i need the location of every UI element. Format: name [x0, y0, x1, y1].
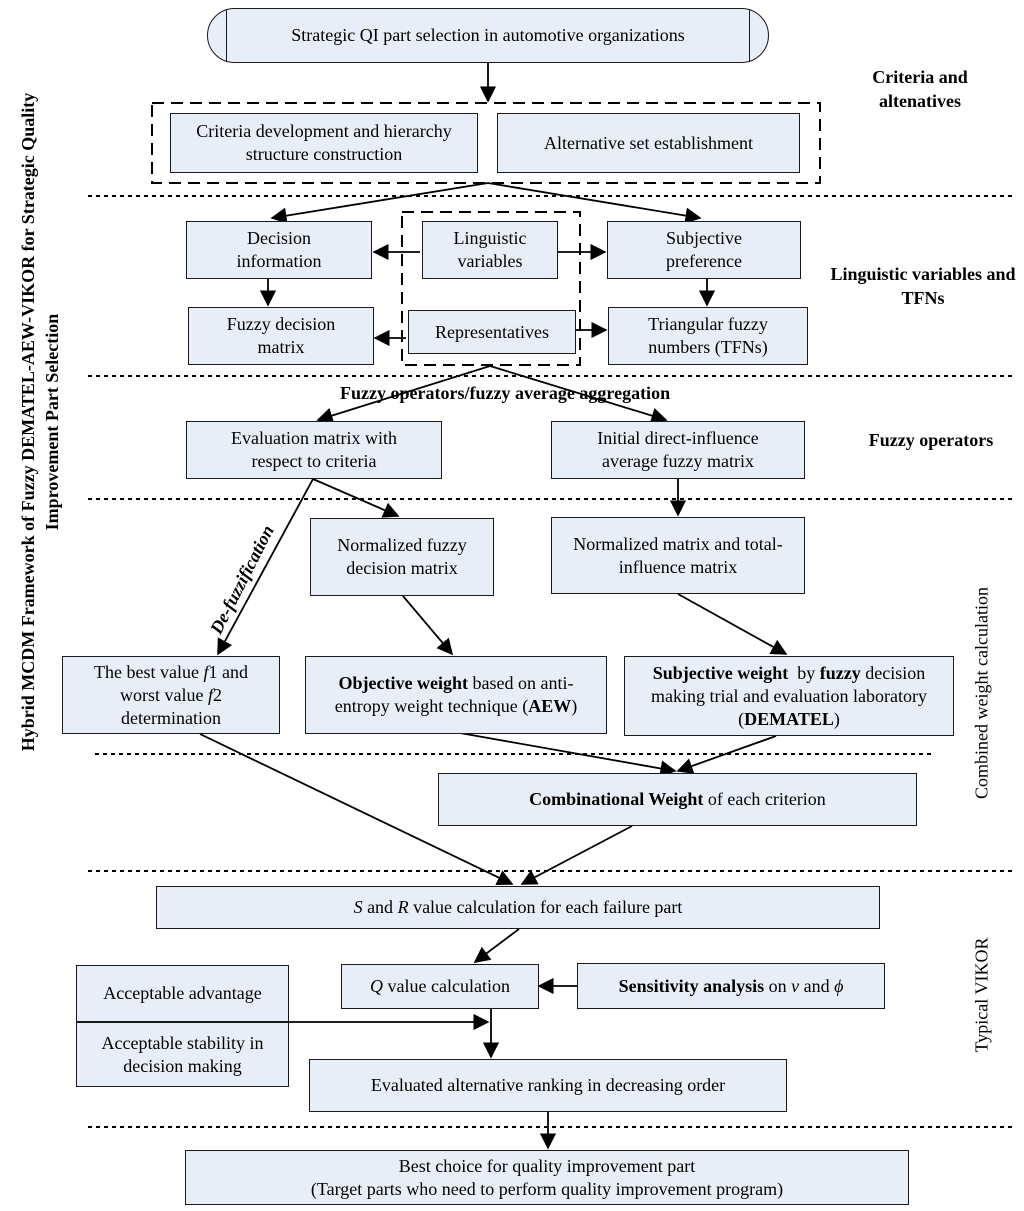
objective-weight-box: Objective weight based on anti-entropy w…	[305, 656, 607, 734]
initial-direct-influence-box: Initial direct-influence average fuzzy m…	[551, 421, 805, 479]
normalized-fuzzy-matrix-box: Normalized fuzzy decision matrix	[310, 518, 494, 596]
linguistic-variables-box: Linguistic variables	[422, 221, 558, 279]
alternative-ranking-box: Evaluated alternative ranking in decreas…	[309, 1059, 787, 1112]
start-node-label: Strategic QI part selection in automotiv…	[291, 25, 685, 45]
acceptable-advantage-box: Acceptable advantage	[76, 965, 289, 1022]
evaluation-matrix-box: Evaluation matrix with respect to criter…	[186, 421, 442, 479]
best-worst-value-box: The best value f1 and worst value f2 det…	[62, 656, 280, 734]
best-choice-line2: (Target parts who need to perform qualit…	[310, 1178, 784, 1199]
tfn-box: Triangular fuzzy numbers (TFNs)	[608, 307, 808, 365]
alternative-set-box: Alternative set establishment	[497, 113, 800, 173]
q-value-box: Q value calculation	[341, 964, 539, 1009]
best-choice-box: Best choice for quality improvement part…	[185, 1150, 909, 1205]
subjective-preference-box: Subjective preference	[607, 221, 801, 279]
fuzzy-decision-matrix-box: Fuzzy decision matrix	[188, 307, 374, 365]
framework-title-line2: Improvement Part Selection	[42, 313, 62, 531]
representatives-box: Representatives	[408, 310, 576, 354]
criteria-group-dashed	[151, 102, 821, 184]
normalized-total-influence-box: Normalized matrix and total-influence ma…	[551, 517, 805, 594]
terminator-inner-left	[226, 9, 227, 62]
stage-fuzzy-operators: Fuzzy operators	[868, 430, 994, 450]
sensitivity-analysis-box: Sensitivity analysis on v and ϕ	[577, 963, 885, 1009]
acceptable-stability-box: Acceptable stability in decision making	[76, 1022, 289, 1087]
fuzzy-operators-edge-label: Fuzzy operators/fuzzy average aggregatio…	[340, 383, 671, 403]
stage-criteria-alternatives: Criteria and altenatives	[872, 67, 968, 111]
stage-typical-vikor: Typical VIKOR	[971, 937, 992, 1053]
sr-value-box: S and R value calculation for each failu…	[156, 886, 880, 929]
stage-combined-weight: Combined weight calculation	[971, 587, 992, 799]
terminator-inner-right	[749, 9, 750, 62]
combinational-weight-box: Combinational Weight of each criterion	[438, 773, 917, 826]
linguistic-group-dashed	[401, 211, 581, 366]
subjective-weight-box: Subjective weight by fuzzy decision maki…	[624, 656, 954, 736]
decision-information-box: Decision information	[186, 221, 372, 279]
framework-title: Hybrid MCDM Framework of Fuzzy DEMATEL-A…	[16, 93, 64, 752]
framework-title-line1: Hybrid MCDM Framework of Fuzzy DEMATEL-A…	[18, 92, 38, 752]
criteria-development-box: Criteria development and hierarchy struc…	[170, 113, 478, 173]
start-node: Strategic QI part selection in automotiv…	[207, 8, 769, 63]
stage-linguistic-tfn: Linguistic variables and TFNs	[830, 264, 1016, 308]
best-choice-line1: Best choice for quality improvement part	[398, 1155, 696, 1176]
